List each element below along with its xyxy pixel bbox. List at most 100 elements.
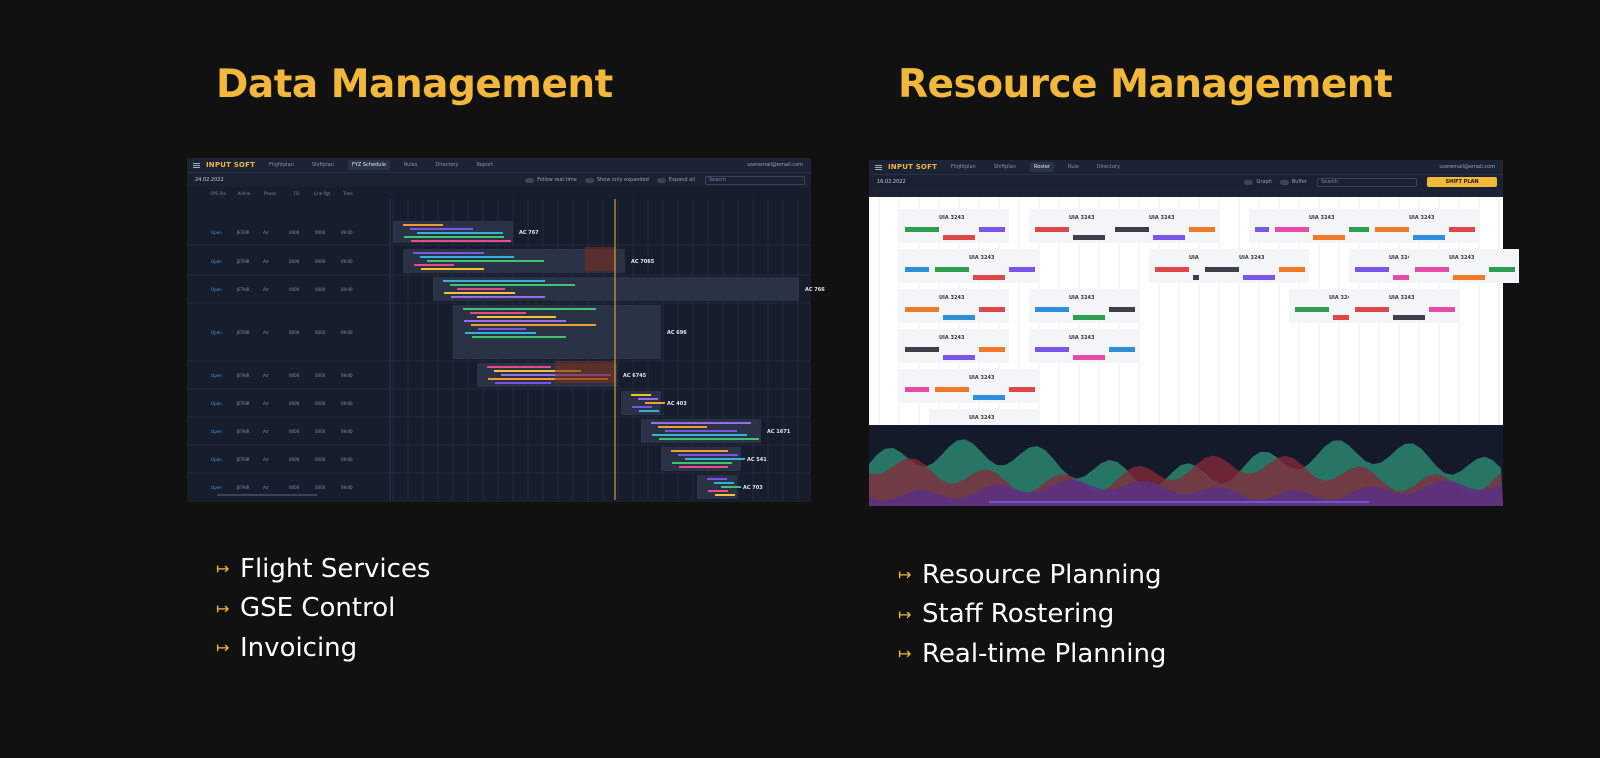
cell-text: 0000 <box>289 287 300 292</box>
shift-plan-button[interactable]: SHIFT PLAN <box>1427 177 1497 187</box>
cell-text: 09:00 <box>341 429 353 434</box>
date-picker[interactable]: 24.02.2022 <box>195 177 224 183</box>
cell-text: Open <box>211 373 222 378</box>
expand-all-toggle[interactable]: Expand all <box>656 177 695 183</box>
cell-text: Arr <box>263 485 269 490</box>
card-title: UIA 3243 <box>939 215 965 221</box>
staff-chip <box>979 307 1005 312</box>
card-title: UIA 3243 <box>969 375 995 381</box>
task-bar <box>411 240 511 242</box>
date-picker[interactable]: 16.02.2022 <box>877 179 906 185</box>
cell-text: 0000 <box>289 259 300 264</box>
cell-text: Arr <box>263 230 269 235</box>
toggle-icon <box>1279 179 1289 185</box>
tab-shiftplan[interactable]: Shiftplan <box>311 162 334 168</box>
arrow-right-icon: ↦ <box>216 638 230 658</box>
resource-management-title: Resource Management <box>898 62 1393 107</box>
staff-chip <box>1155 267 1189 272</box>
staff-chip <box>1393 315 1425 320</box>
staff-chip <box>905 347 939 352</box>
cell-text: Arr <box>263 429 269 434</box>
tab-flightplan[interactable]: Flightplan <box>951 164 976 170</box>
tab-rules[interactable]: Rules <box>403 162 418 168</box>
user-email[interactable]: useremail@email.com <box>747 162 803 168</box>
cell-text: 09:00 <box>341 287 353 292</box>
cell-text: Open <box>211 401 222 406</box>
card-title: UIA 3243 <box>1069 215 1095 221</box>
buffer-toggle[interactable]: Buffer <box>1279 179 1307 185</box>
feature-label: Real-time Planning <box>922 638 1167 669</box>
arrow-right-icon: ↦ <box>216 559 230 579</box>
search-input[interactable]: Search <box>1317 177 1417 187</box>
resource-management-features: ↦Resource Planning ↦Staff Rostering ↦Rea… <box>898 555 1166 674</box>
staff-chip <box>1109 307 1135 312</box>
task-bar <box>443 280 545 282</box>
feature-label: Staff Rostering <box>922 599 1115 630</box>
arrow-right-icon: ↦ <box>898 565 912 585</box>
tab-directory[interactable]: Directory <box>1096 164 1120 170</box>
staff-chip <box>905 387 939 392</box>
staff-chip <box>1035 347 1069 352</box>
toggle-icon <box>656 177 666 183</box>
task-bar <box>638 398 658 400</box>
staff-chip <box>1073 355 1105 360</box>
task-bar <box>444 292 515 294</box>
tab-flightplan[interactable]: Flightplan <box>269 162 294 168</box>
card-title: UIA 3243 <box>1309 215 1335 221</box>
staff-chip <box>1073 235 1105 240</box>
staff-chip <box>935 267 969 272</box>
cell-text: 0000 <box>315 230 326 235</box>
cell-text: 09:00 <box>341 373 353 378</box>
staff-chip <box>905 227 939 232</box>
task-bar <box>463 308 596 310</box>
cell-text: Arr <box>263 457 269 462</box>
brand-logo: INPUT SOFT <box>206 161 256 169</box>
card-title: UIA 3243 <box>1389 255 1415 261</box>
cell-text: JETAIR <box>236 230 250 235</box>
toggle-icon <box>525 177 535 183</box>
card-title: UIA 3243 <box>939 295 965 301</box>
flight-label: AC 6745 <box>623 373 647 379</box>
graph-toggle[interactable]: Graph <box>1244 179 1272 185</box>
load-area <box>869 479 1503 506</box>
staff-chip <box>1009 267 1035 272</box>
staff-chip <box>973 395 1005 400</box>
data-management-screenshot: INPUT SOFT Flightplan Shiftplan FYZ Sche… <box>187 158 825 502</box>
user-email[interactable]: useremail@email.com <box>1439 164 1495 170</box>
delay-block <box>585 247 615 271</box>
control-label: Buffer <box>1291 179 1307 185</box>
tab-rule[interactable]: Rule <box>1068 164 1079 170</box>
menu-icon <box>193 162 200 168</box>
card-title: UIA 3243 <box>1449 255 1475 261</box>
staff-chip <box>1415 267 1449 272</box>
task-bar <box>678 454 738 456</box>
feature-item: ↦GSE Control <box>216 589 430 629</box>
tab-fyz-schedule[interactable]: FYZ Schedule <box>347 160 390 170</box>
staff-chip <box>935 387 969 392</box>
arrow-right-icon: ↦ <box>898 604 912 624</box>
staff-chip <box>1295 307 1329 312</box>
cell-text: Arr <box>263 401 269 406</box>
tab-shiftplan[interactable]: Shiftplan <box>993 164 1016 170</box>
card-title: UIA 3243 <box>1329 295 1355 301</box>
tab-directory[interactable]: Directory <box>435 162 459 168</box>
staff-chip <box>1453 275 1485 280</box>
app-header: INPUT SOFT Flightplan Shiftplan FYZ Sche… <box>187 158 811 173</box>
tab-roster[interactable]: Roster <box>1029 162 1054 172</box>
tab-report[interactable]: Report <box>476 162 494 168</box>
search-input[interactable]: Search <box>705 175 805 185</box>
column-header: OPS Sts <box>210 190 226 196</box>
cell-text: 0000 <box>315 485 326 490</box>
cell-text: Open <box>211 230 222 235</box>
data-management-features: ↦Flight Services ↦GSE Control ↦Invoicing <box>216 549 430 668</box>
follow-real-time-toggle[interactable]: Follow real time <box>525 177 577 183</box>
table-header: OPS Sts Airline Phase T.B Line flgt Time <box>187 187 811 199</box>
task-bar <box>464 320 566 322</box>
delay-block <box>555 361 615 383</box>
staff-chip <box>1009 387 1035 392</box>
show-expanded-toggle[interactable]: Show only expanded <box>584 177 649 183</box>
task-bar <box>494 370 581 372</box>
feature-label: GSE Control <box>240 593 396 624</box>
